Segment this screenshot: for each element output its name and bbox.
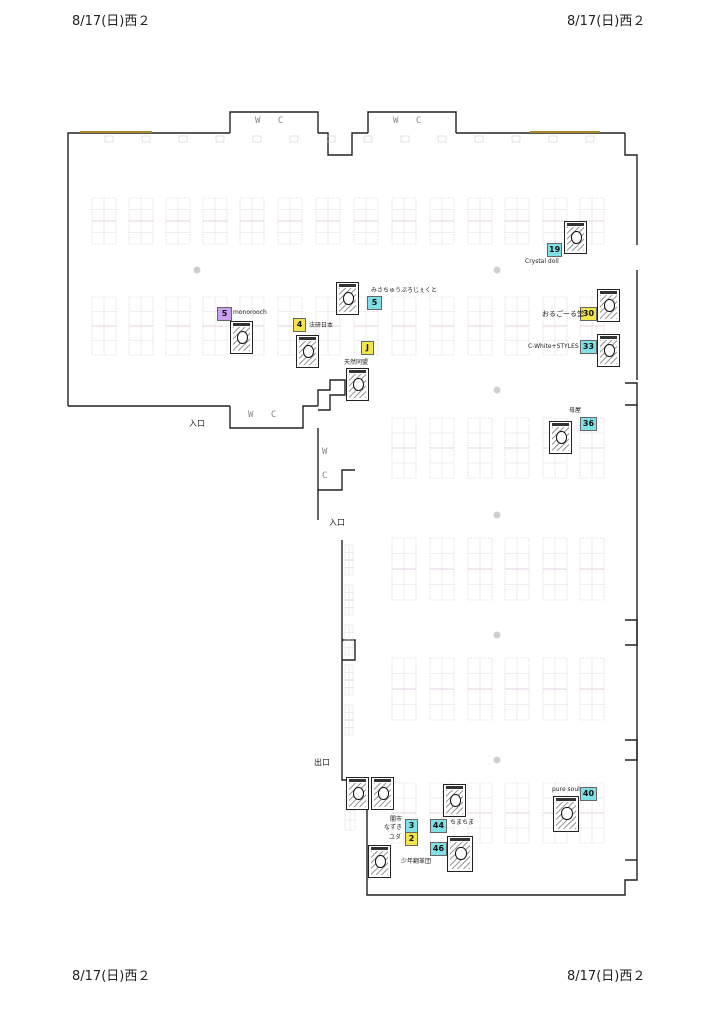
aisle-marker — [474, 135, 484, 143]
aisle-marker — [400, 135, 410, 143]
pillar — [493, 386, 501, 394]
circle-cut-crystal-doll[interactable] — [564, 221, 587, 254]
circle-cut-chimachima[interactable] — [443, 784, 466, 817]
circle-5-misachu-tag[interactable]: 5 — [367, 296, 382, 310]
circle-19-name: Crystal doll — [525, 258, 559, 265]
aisle-marker — [585, 135, 595, 143]
wc-label-left: W C — [255, 116, 290, 126]
circle-2-name: ユダ — [389, 834, 402, 841]
circle-2-tag[interactable]: 2 — [405, 832, 418, 846]
circle-36-name: 母屋 — [569, 407, 582, 414]
circle-4-tag[interactable]: 4 — [293, 318, 306, 332]
aisle-marker — [104, 135, 114, 143]
circle-5-misachu-name: みさちゅうぷろじぇくと — [371, 287, 438, 294]
wc-label-vertical: W C — [322, 447, 328, 481]
aisle-marker — [289, 135, 299, 143]
aisle-marker — [252, 135, 262, 143]
circle-5-monorooch-tag[interactable]: 5 — [217, 307, 232, 321]
circle-30-name: おるごーる堂 — [542, 310, 584, 318]
circle-40-name: pure soul — [552, 786, 580, 793]
date-hall-bottom-right: 8/17(日)西２ — [567, 969, 646, 984]
aisle-marker — [437, 135, 447, 143]
circle-cut-houken[interactable] — [296, 335, 319, 368]
circle-44-tag[interactable]: 44 — [430, 819, 447, 833]
circle-5-monorooch-name: monorooch — [233, 309, 267, 316]
circle-cut-c-white[interactable] — [597, 334, 620, 367]
date-hall-top-right: 8/17(日)西２ — [567, 14, 646, 29]
wc-label-lower: W C — [248, 410, 283, 420]
circle-46-tag[interactable]: 46 — [430, 842, 447, 856]
date-hall-top-left: 8/17(日)西２ — [72, 14, 151, 29]
wc-label-center: W C — [393, 116, 428, 126]
circle-cut-tennen[interactable] — [346, 368, 369, 401]
entrance-label-center: 入口 — [329, 518, 345, 527]
exit-label: 出口 — [314, 758, 330, 767]
circle-cut-misachu[interactable] — [336, 282, 359, 315]
circle-44-name: ちまちま — [450, 819, 475, 826]
circle-cut-yuda[interactable] — [368, 845, 391, 878]
circle-cut-pure-soul[interactable] — [553, 796, 579, 832]
circle-cut-yamiichi-2[interactable] — [371, 777, 394, 810]
aisle-marker — [141, 135, 151, 143]
circle-cut-omoya[interactable] — [549, 421, 572, 454]
booth-grid — [91, 197, 605, 844]
circle-30-tag[interactable]: 30 — [580, 307, 597, 321]
pillar — [193, 266, 201, 274]
circle-cut-orgel[interactable] — [597, 289, 620, 322]
circle-3-name: 闇市 — [390, 816, 403, 823]
circle-3-tag[interactable]: 3 — [405, 819, 418, 833]
circle-19-tag[interactable]: 19 — [547, 243, 562, 257]
aisle-marker — [511, 135, 521, 143]
circle-J-name: 天然同盟 — [344, 359, 369, 366]
pillars — [104, 135, 595, 764]
circle-J-tag[interactable]: J — [361, 341, 374, 355]
circle-46-name: 少年翻革団 — [401, 858, 432, 865]
date-hall-bottom-left: 8/17(日)西２ — [72, 969, 151, 984]
pillar — [493, 631, 501, 639]
circle-cut-shounen[interactable] — [447, 836, 473, 872]
circle-40-tag[interactable]: 40 — [580, 787, 597, 801]
circle-cut-yamiichi[interactable] — [346, 777, 369, 810]
circle-36-tag[interactable]: 36 — [580, 417, 597, 431]
aisle-marker — [548, 135, 558, 143]
aisle-marker — [215, 135, 225, 143]
circle-33-tag[interactable]: 33 — [580, 340, 597, 354]
entrance-label-left: 入口 — [189, 419, 205, 428]
circle-4-name: 法研日本 — [309, 322, 334, 329]
circle-cut-monorooch[interactable] — [230, 321, 253, 354]
aisle-marker — [326, 135, 336, 143]
aisle-marker — [363, 135, 373, 143]
circle-3-sub-name: なずき — [384, 824, 403, 831]
pillar — [493, 266, 501, 274]
pillar — [493, 756, 501, 764]
aisle-marker — [178, 135, 188, 143]
pillar — [493, 511, 501, 519]
circle-33-name: C-White+STYLES — [528, 343, 579, 350]
